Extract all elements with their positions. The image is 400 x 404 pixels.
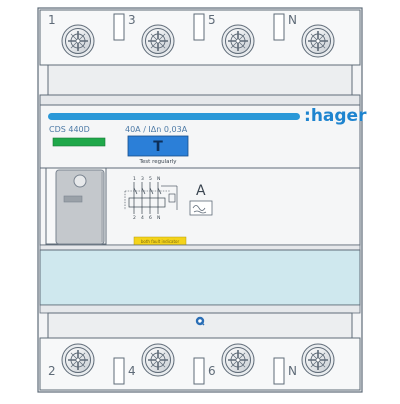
- terminal-number: 1: [48, 13, 56, 27]
- schematic-core: [128, 197, 166, 208]
- terminal-screw-icon[interactable]: [221, 24, 255, 58]
- top-body-band: [39, 94, 361, 106]
- label-window: [39, 249, 361, 306]
- schematic-pole-label: 2: [133, 215, 136, 221]
- terminal-screw-icon[interactable]: [141, 24, 175, 58]
- terminal-slot: [193, 357, 205, 385]
- schematic-pole-label: 4: [141, 215, 144, 221]
- terminal-number: 2: [48, 364, 56, 378]
- bottom-terminal-labels: 2 4 6 N: [48, 364, 297, 378]
- terminal-screw-icon[interactable]: [301, 24, 335, 58]
- terminal-number: 5: [208, 13, 216, 27]
- terminal-slot: [193, 13, 205, 41]
- bottom-body-band: [39, 304, 361, 314]
- schematic-contact: [141, 187, 146, 195]
- hager-logo-icon: :hager: [304, 106, 367, 126]
- top-terminal-slots: [113, 13, 285, 41]
- lower-band: [39, 244, 361, 251]
- schematic-pole-label: N: [157, 176, 160, 182]
- test-button-glyph: T: [153, 139, 163, 155]
- terminal-slot: [113, 357, 125, 385]
- terminal-number: 3: [128, 13, 136, 27]
- toggle-grip: [63, 195, 83, 203]
- test-button[interactable]: [127, 135, 189, 157]
- schematic-test-resistor: [168, 193, 176, 203]
- terminal-number: N: [288, 13, 297, 27]
- terminal-slot: [113, 13, 125, 41]
- terminal-screw-icon[interactable]: [141, 343, 175, 377]
- terminal-number: N: [288, 364, 297, 378]
- schematic-pole-label: 3: [141, 176, 144, 182]
- terminal-slot: [273, 13, 285, 41]
- terminal-slot: [273, 357, 285, 385]
- schematic-pole-label: N: [157, 215, 160, 221]
- terminal-number: 4: [128, 364, 136, 378]
- status-indicator-green: [52, 137, 106, 147]
- rating-label: 40A / IΔn 0,03A: [125, 125, 188, 134]
- blue-brand-bar: [48, 113, 300, 120]
- terminal-screw-icon[interactable]: [61, 343, 95, 377]
- waveform-trace-icon: [192, 205, 207, 214]
- fault-indicator-text: both fault indicator: [141, 239, 180, 244]
- q-mark-tail: [200, 321, 205, 326]
- bottom-terminal-ledge: [47, 312, 353, 339]
- bottom-terminal-slots: [113, 357, 285, 385]
- terminal-number: 6: [208, 364, 216, 378]
- schematic-pole-label: 5: [149, 176, 152, 182]
- terminal-screw-icon[interactable]: [301, 343, 335, 377]
- schematic-pole-label: 6: [149, 215, 152, 221]
- schematic-contact: [133, 187, 138, 195]
- schematic-contact: [157, 187, 162, 195]
- schematic-contact: [149, 187, 154, 195]
- top-terminal-screws: [61, 24, 335, 58]
- type-letter: A: [196, 183, 206, 199]
- terminal-screw-icon[interactable]: [61, 24, 95, 58]
- schematic-pole-label: 1: [133, 176, 136, 182]
- toggle-lever[interactable]: [55, 169, 105, 245]
- top-terminal-labels: 1 3 5 N: [48, 13, 297, 27]
- model-label: CDS 440D: [49, 125, 90, 134]
- toggle-window-icon: [73, 174, 87, 188]
- test-label: Test regularly: [138, 159, 177, 165]
- bottom-terminal-screws: [61, 343, 335, 377]
- q-mark-inner: [198, 319, 202, 323]
- terminal-screw-icon[interactable]: [221, 343, 255, 377]
- top-terminal-ledge: [47, 64, 353, 96]
